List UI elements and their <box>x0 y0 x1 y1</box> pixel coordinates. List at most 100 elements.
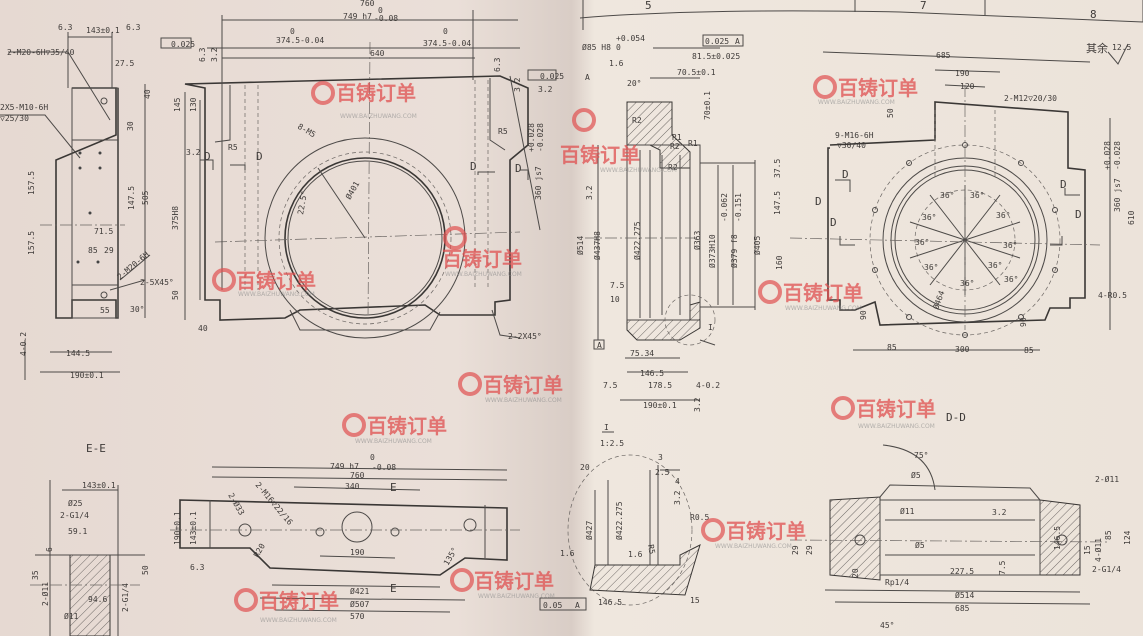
dimension-label: 36° <box>970 191 984 200</box>
dimension-label: WWW.BAIZHUWANG.COM <box>485 397 562 404</box>
dimension-label: 85 <box>887 343 897 352</box>
dimension-label: 36° <box>940 191 954 200</box>
dimension-label: 百铸订单 <box>560 143 640 167</box>
zone-number: 7 <box>920 0 927 12</box>
dimension-label: 75.34 <box>630 349 654 358</box>
roughness-note: 其余 <box>1086 41 1108 55</box>
dimension-label: Ø421 <box>350 586 369 596</box>
section-view <box>585 34 756 401</box>
dimension-label: 90 <box>1019 317 1028 327</box>
dimension-label: 0 <box>616 43 621 52</box>
dimension-label: 124 <box>1123 530 1132 545</box>
dimension-label: 50 <box>141 565 150 575</box>
dimension-label: 360 js7 <box>1113 178 1122 212</box>
dimension-label: 45° <box>880 621 894 630</box>
dimension-label: 178.5 <box>648 381 672 390</box>
dimension-label: 760 <box>350 471 365 480</box>
dimension-label: 10 <box>610 295 620 304</box>
dimension-label: 37.5 <box>773 159 782 178</box>
detail-view <box>567 431 701 606</box>
dimension-label: 2-Ø11 <box>40 582 50 606</box>
dimension-label: Ø514 <box>955 590 974 600</box>
dimension-label: 20 <box>851 568 860 578</box>
section-view-labels: Ø85 H8 +0.054 0 1.6 0.025 A 81.5±0.025 7… <box>575 34 762 412</box>
dimension-label: Ø427 <box>584 521 594 540</box>
dimension-label: 50 <box>171 290 180 300</box>
dimension-label: WWW.BAIZHUWANG.COM <box>818 99 895 106</box>
dimension-label: 百铸订单 <box>483 373 563 397</box>
dimension-label: 36° <box>988 261 1002 270</box>
dimension-label: Ø11 <box>900 506 915 516</box>
dimension-label: Ø514 <box>575 236 585 255</box>
dimension-label: Ø363 <box>692 231 702 250</box>
dimension-label: Ø437H8 <box>592 231 602 260</box>
dimension-label: Ø11 <box>64 611 79 621</box>
dimension-label: -0.151 <box>734 193 743 222</box>
dimension-label: 146.5 <box>640 369 664 378</box>
dimension-label: 120 <box>960 82 975 91</box>
dimension-label: D <box>815 195 822 208</box>
dimension-label: 685 <box>936 51 951 60</box>
dimension-label: 374.5-0.04 <box>276 36 324 45</box>
dimension-label: +0.054 <box>616 34 645 43</box>
dimension-label: Ø401 <box>343 179 361 201</box>
dimension-label: 百铸订单 <box>442 247 522 271</box>
dimension-label: 143±0.1 <box>189 511 198 545</box>
dimension-label: 0.025 <box>540 72 564 81</box>
dimension-label: 190±0.1 <box>173 511 182 545</box>
dimension-label: 85 <box>1024 346 1034 355</box>
dimension-label: 4-0.2 <box>696 381 720 390</box>
dimension-label: 6 <box>45 547 54 552</box>
flange-view <box>789 444 1111 605</box>
dimension-label: 505 <box>141 190 150 205</box>
dimension-label: 2-2X45° <box>508 332 542 341</box>
dimension-label: ▽30/40 <box>837 141 866 150</box>
dimension-label: Ø464 <box>930 289 946 311</box>
dimension-label: 144.5 <box>66 349 90 358</box>
dimension-label: 1.6 <box>609 59 624 68</box>
dimension-label: 2-G1/4 <box>1092 565 1121 574</box>
dimension-label: R5 <box>498 127 508 136</box>
dimension-label: R5 <box>646 544 657 555</box>
dimension-label: 36° <box>996 211 1010 220</box>
dimension-label: A <box>585 73 590 82</box>
ee-view <box>30 480 145 636</box>
dimension-label: 36° <box>924 263 938 272</box>
dimension-label: 157.5 <box>27 231 36 255</box>
dimension-label: Ø25 <box>68 498 83 508</box>
dimension-label: Ø405 <box>752 236 762 255</box>
dimension-label: 3.2 <box>585 185 594 200</box>
dimension-label: 6.3 <box>126 23 141 32</box>
dimension-label: 7.5 <box>603 381 618 390</box>
dimension-label: 3.2 <box>992 508 1007 517</box>
dimension-label: 2-M20-6H▽35/40 <box>7 48 75 57</box>
dimension-label: 610 <box>1127 210 1136 225</box>
dimension-label: ▽25/30 <box>0 114 29 123</box>
dimension-label: 146.5 <box>1053 526 1062 550</box>
dimension-label: R2 <box>670 142 680 151</box>
dimension-label: 20 <box>580 463 590 472</box>
dimension-label: 147.5 <box>773 191 782 215</box>
dimension-label: +0.028 <box>1103 141 1112 170</box>
dimension-label: 147.5 <box>127 186 136 210</box>
dimension-label: 4-R0.5 <box>1098 291 1127 300</box>
dimension-label: 6.3 <box>493 57 502 72</box>
dimension-label: A <box>597 341 602 350</box>
dimension-label: 375H8 <box>171 206 180 230</box>
dimension-label: 1.6 <box>560 549 575 558</box>
dimension-label: R1 <box>688 139 698 148</box>
dimension-label: R2 <box>668 163 678 172</box>
bottom-view <box>170 466 587 613</box>
side-view-labels: 143±0.1 6.3 6.3 2-M20-6H▽35/40 27.5 40 2… <box>0 23 174 380</box>
dimension-label: 2-M12▽20/30 <box>1004 94 1057 103</box>
ee-view-labels: E-E 143±0.1 Ø25 2-G1/4 59.1 6 35 2-Ø11 9… <box>31 442 150 621</box>
dimension-label: 百铸订单 <box>259 589 339 613</box>
dimension-label: 146.5 <box>598 598 622 607</box>
dimension-label: 30 <box>126 121 135 131</box>
